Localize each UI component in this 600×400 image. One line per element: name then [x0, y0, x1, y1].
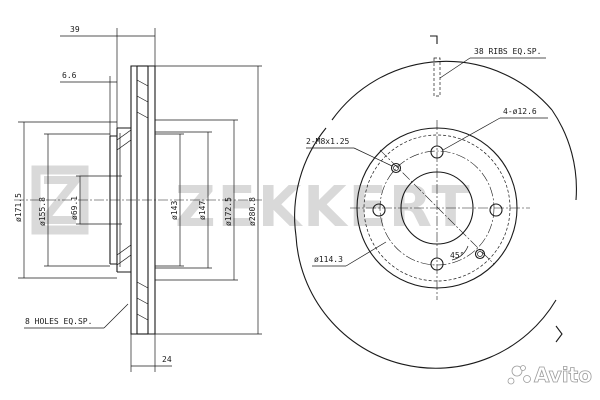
section-mark-top [430, 35, 438, 44]
avito-dot-3 [507, 377, 515, 385]
avito-dot-4 [520, 365, 526, 371]
dim-hat-depth: 6.6 [62, 71, 77, 80]
bolt-hole-left [372, 203, 386, 217]
dim-d5-label: ø147 [198, 201, 207, 220]
front-view: 38 RIBS EQ.SP. 4-ø12.6 2-M8x1.25 ø114.3 … [294, 35, 577, 369]
leader-pcd [345, 241, 387, 267]
dim-d6: ø172.5 [155, 119, 238, 281]
avito-label: Avito [534, 363, 592, 387]
leader-threads [353, 147, 393, 167]
watermark: ZEKKERT [31, 165, 472, 240]
side-view: 39 6.6 24 ø171.5 ø155.8 ø69.1 [14, 25, 262, 372]
dim-d1: ø171.5 [14, 121, 117, 279]
section-mark-bottom [555, 325, 563, 343]
outer-edge-right [551, 109, 577, 201]
dim-d2-label: ø155.8 [38, 197, 47, 226]
dim-d4-label: ø143 [170, 201, 179, 220]
dim-d7-label: ø280.8 [248, 197, 257, 226]
outer-edge-top [331, 60, 553, 121]
note-holes-leader [103, 303, 129, 329]
leader-bolt-holes [442, 117, 501, 151]
hub-bore [110, 175, 122, 225]
note-ribs: 38 RIBS EQ.SP. [474, 47, 541, 56]
dim-d2: ø155.8 [38, 133, 110, 267]
angle-arc [451, 245, 469, 261]
dim-d7: ø280.8 [155, 65, 262, 335]
dim-d6-label: ø172.5 [224, 197, 233, 226]
bolt-hole-right [489, 203, 503, 217]
note-bolt-holes: 4-ø12.6 [503, 107, 537, 116]
dim-d4: ø143 [155, 133, 184, 267]
thread-hole-lower [474, 248, 486, 260]
hat-step [110, 135, 117, 265]
marketplace-badge: Avito [507, 363, 592, 387]
note-threads: 2-M8x1.25 [306, 137, 350, 146]
leader-ribs [439, 57, 471, 79]
note-holes: 8 HOLES EQ.SP. [25, 317, 92, 326]
note-pcd: ø114.3 [314, 255, 343, 264]
avito-dot-2 [523, 375, 531, 383]
front-diagonal-centerline [379, 149, 495, 265]
dim-total-width: 39 [70, 25, 80, 34]
dim-d1-label: ø171.5 [14, 193, 23, 222]
note-angle: 45° [450, 251, 464, 260]
dim-d3-label: ø69.1 [70, 196, 79, 220]
hat-flange [117, 127, 131, 273]
thread-hole-upper [390, 162, 402, 174]
avito-dot-1 [511, 365, 523, 377]
hat-hatch [116, 129, 132, 266]
dim-d3: ø69.1 [70, 175, 110, 225]
watermark-brand: ZEKKERT [175, 175, 472, 240]
outer-edge-bottom [295, 235, 557, 369]
dim-d5: ø147 [155, 131, 212, 269]
dim-thickness: 24 [162, 355, 172, 364]
rib-slot [433, 57, 441, 97]
outer-edge-left [294, 127, 327, 237]
vent-ribs [136, 79, 149, 321]
